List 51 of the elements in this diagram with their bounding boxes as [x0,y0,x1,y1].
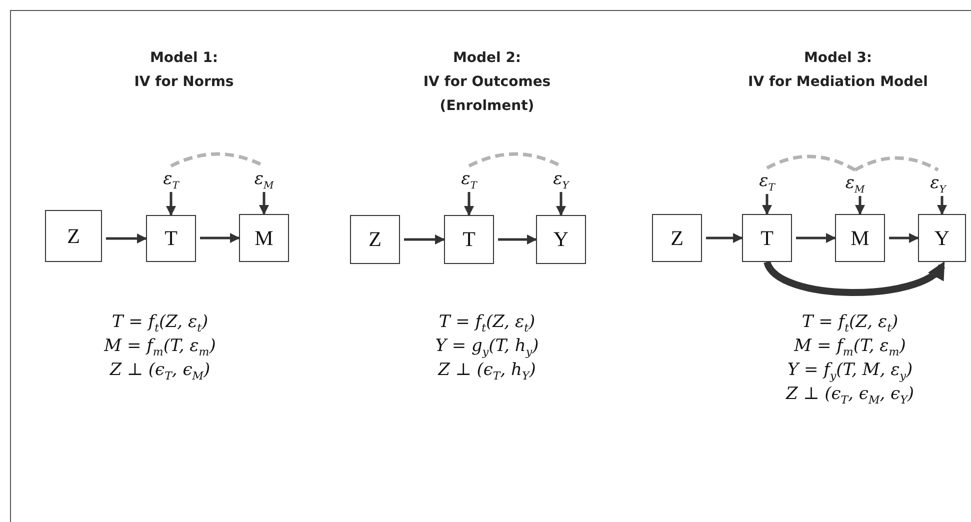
arrow [889,233,919,243]
equation: M = f$_{m}$(T, ε$_{m}$) [102,335,217,360]
model-title: Model 2: [452,49,522,68]
model-title: IV for Outcomes (Enrolment) [422,73,552,116]
dashed-correlation-arc [766,154,856,172]
error-term: ε$_{M}$ [835,172,875,196]
arrow [498,234,537,244]
dashed-correlation-arc [468,152,562,168]
arrow [464,192,474,216]
variable-box: Y [536,215,586,264]
equation: T = f$_{t}$(Z, ε$_{t}$) [110,311,210,336]
arrow [796,233,836,243]
equation: T = f$_{t}$(Z, ε$_{t}$) [800,311,900,336]
curved-arrow [764,260,946,296]
error-term: ε$_{Y}$ [918,172,958,196]
variable-box: Z [652,214,702,262]
arrow [166,192,176,216]
variable-box: M [835,214,885,262]
arrow [937,196,947,215]
variable-box: Z [45,210,102,262]
model-title: IV for Norms [133,73,235,92]
arrow [762,194,772,215]
variable-box: T [742,214,792,262]
error-term: ε$_{T}$ [151,168,191,192]
arrow [106,234,147,244]
model-title: IV for Mediation Model [747,73,929,92]
error-term: ε$_{M}$ [244,168,284,192]
variable-box: Y [918,214,966,262]
equation: Z ⊥ (ϵ$_{T}$, ϵ$_{M}$) [108,359,212,384]
arrow [556,192,566,216]
equation: T = f$_{t}$(Z, ε$_{t}$) [438,311,536,336]
arrow [404,234,445,244]
equation: Y = g$_{y}$(T, h$_{y}$) [434,335,540,360]
variable-box: T [146,215,196,262]
arrow [200,233,240,243]
equation: M = f$_{m}$(T, ε$_{m}$) [792,335,907,360]
arrow [855,196,865,215]
error-term: ε$_{Y}$ [541,168,581,192]
model-title: Model 3: [802,49,874,68]
variable-box: Z [350,215,400,264]
equation: Y = f$_{y}$(T, M, ε$_{y}$) [786,359,914,384]
variable-box: T [444,215,494,264]
variable-box: M [239,214,289,262]
equation: Z ⊥ (ϵ$_{T}$, h$_{Y}$) [436,359,537,384]
equation: Z ⊥ (ϵ$_{T}$, ϵ$_{M}$, ϵ$_{Y}$) [784,383,915,408]
error-term: ε$_{T}$ [747,170,787,194]
model-title: Model 1: [148,49,220,68]
arrow [706,233,743,243]
dashed-correlation-arc [854,156,939,172]
error-term: ε$_{T}$ [449,168,489,192]
arrow [259,192,269,215]
